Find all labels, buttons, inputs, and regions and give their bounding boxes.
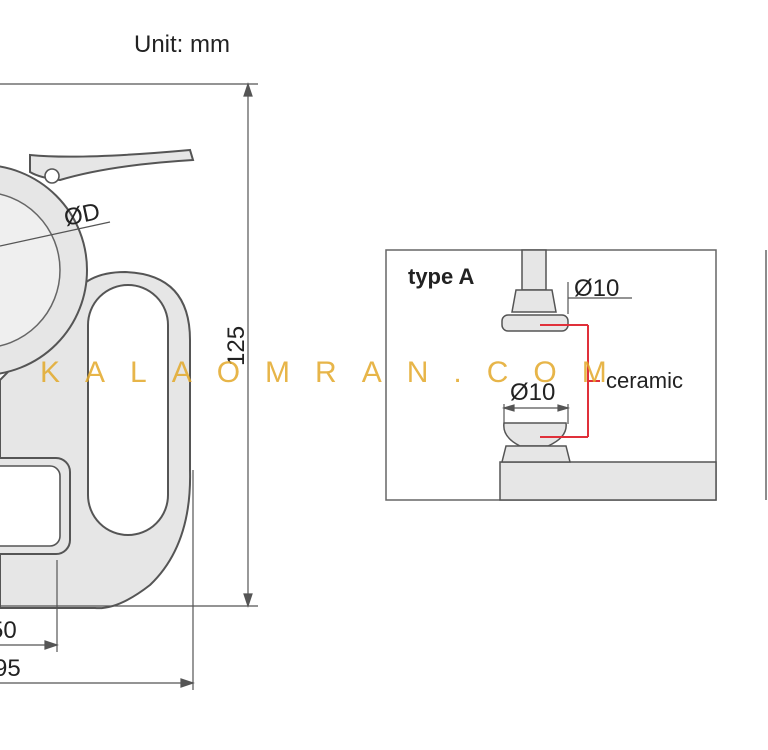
lower-anvil-dimension bbox=[501, 404, 571, 424]
width-dimension bbox=[0, 470, 195, 690]
height-label: 125 bbox=[223, 326, 250, 366]
detail-title: type A bbox=[408, 264, 475, 289]
gauge-body bbox=[0, 148, 195, 610]
upper-anvil-dimension bbox=[567, 282, 632, 314]
ceramic-label: ceramic bbox=[606, 368, 683, 393]
upper-anvil-label: Ø10 bbox=[574, 275, 619, 302]
width-outer-label: 95 bbox=[0, 655, 21, 682]
type-a-detail-box bbox=[385, 249, 717, 501]
width-inner-label: 50 bbox=[0, 617, 17, 644]
diameter-label: ØD bbox=[62, 198, 103, 232]
ceramic-marker bbox=[540, 324, 600, 438]
lower-anvil-label: Ø10 bbox=[510, 379, 555, 406]
unit-label: Unit: mm bbox=[134, 31, 230, 58]
height-dimension bbox=[0, 82, 258, 608]
diameter-dimension bbox=[0, 221, 111, 247]
